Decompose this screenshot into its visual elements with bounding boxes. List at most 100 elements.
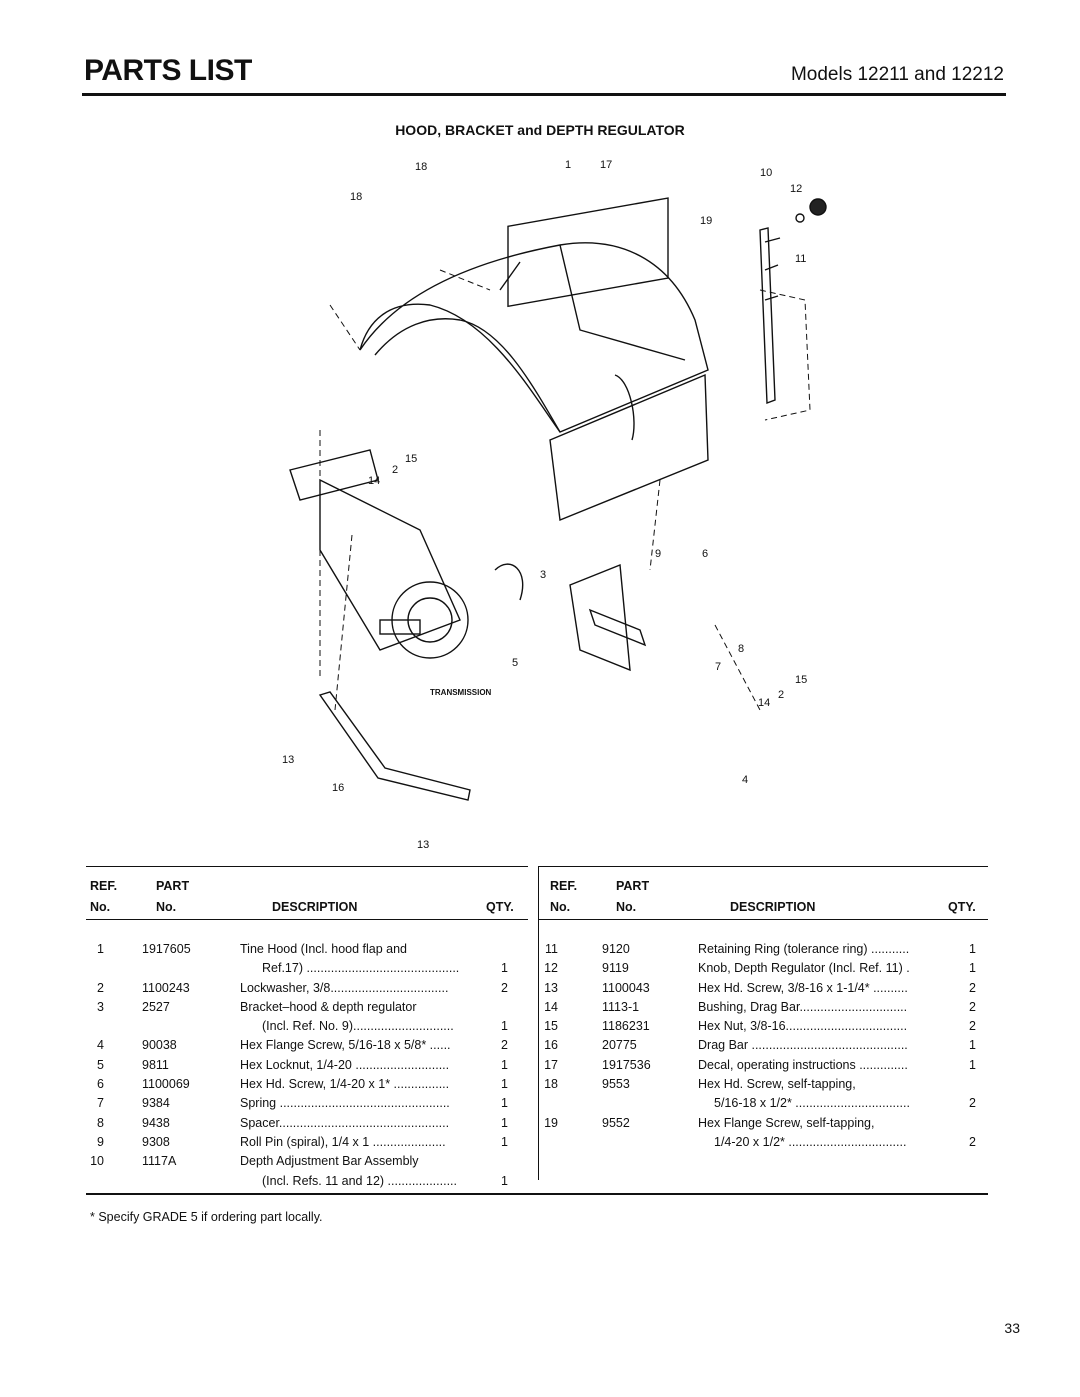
col-part-bottom: No. (616, 900, 637, 914)
callout: 14 (368, 475, 380, 487)
callout: 1 (565, 159, 571, 171)
col-part-top: PART (616, 879, 650, 893)
callout: 3 (540, 569, 546, 581)
table-row: 4 90038 Hex Flange Screw, 5/16-18 x 5/8* .… (86, 1036, 528, 1055)
part-number: 20775 (602, 1038, 637, 1053)
col-ref-top: REF. (90, 879, 118, 893)
part-number: 9811 (142, 1057, 169, 1072)
quantity: 2 (969, 1096, 976, 1111)
part-number: 9120 (602, 942, 630, 956)
part-number: 1100243 (142, 980, 190, 995)
part-number: 1100069 (142, 1077, 190, 1092)
ref-number: 8 (97, 1115, 104, 1130)
table-row: 19 9552 Hex Flange Screw, self-tapping, (538, 1114, 988, 1133)
col-ref-bottom: No. (90, 900, 111, 914)
description: Drag Bar ...............................… (698, 1038, 908, 1053)
table-row: Ref.17) ................................… (86, 959, 528, 978)
table-divider (538, 866, 539, 1180)
callout: 2 (392, 464, 398, 476)
quantity: 1 (969, 942, 976, 956)
col-qty: QTY. (486, 900, 514, 914)
col-part-bottom: No. (156, 900, 177, 914)
ref-number: 17 (544, 1057, 558, 1072)
description: Bracket–hood & depth regulator (240, 999, 417, 1014)
callout: 19 (700, 215, 712, 227)
ref-number: 11 (545, 942, 558, 956)
part-number: 9553 (602, 1077, 630, 1092)
table-row: (Incl. Ref. No. 9)......................… (86, 1017, 528, 1036)
description: Hex Flange Screw, 5/16-18 x 5/8* ...... (240, 1038, 451, 1053)
models-label: Models 12211 and 12212 (790, 64, 1004, 85)
callout: 9 (655, 548, 661, 560)
part-number: 1117A (142, 1154, 177, 1169)
description: Retaining Ring (tolerance ring) ........… (698, 942, 910, 956)
callout: 5 (512, 657, 518, 669)
callout: 13 (417, 839, 429, 851)
ref-number: 15 (544, 1019, 558, 1034)
ref-number: 7 (97, 1096, 104, 1111)
quantity: 2 (969, 1019, 976, 1034)
ref-number: 18 (544, 1077, 558, 1092)
description: (Incl. Refs. 11 and 12) ................… (262, 1173, 457, 1188)
quantity: 1 (501, 1057, 508, 1072)
drag-bar (318, 691, 471, 801)
table-row: 1/4-20 x 1/2* ..........................… (538, 1133, 988, 1152)
ref-number: 10 (90, 1154, 104, 1169)
callout: 13 (282, 754, 294, 766)
mounting-bracket (569, 564, 631, 672)
description: Lockwasher, 3/8.........................… (240, 980, 449, 995)
callout: 18 (415, 161, 427, 173)
col-qty: QTY. (948, 900, 976, 914)
quantity: 1 (501, 1134, 508, 1149)
transmission-bracket (289, 449, 379, 501)
description: 5/16-18 x 1/2* .........................… (714, 1096, 910, 1111)
part-number: 9384 (142, 1096, 170, 1111)
ref-number: 19 (544, 1115, 558, 1130)
quantity: 1 (501, 1096, 508, 1111)
ref-number: 12 (544, 961, 558, 976)
callout: 12 (790, 183, 802, 195)
description: Decal, operating instructions ..........… (698, 1057, 908, 1072)
part-number: 2527 (142, 999, 170, 1014)
quantity: 1 (501, 1115, 508, 1130)
page-title: PARTS LIST (84, 54, 252, 87)
quantity: 2 (501, 1038, 508, 1053)
ref-number: 9 (97, 1134, 104, 1149)
quantity: 1 (969, 961, 976, 976)
part-number: 9438 (142, 1115, 170, 1130)
footnote: * Specify GRADE 5 if ordering part local… (90, 1210, 323, 1224)
ref-number: 13 (544, 980, 558, 995)
table-row: 13 1100043 Hex Hd. Screw, 3/8-16 x 1-1/4* … (538, 979, 988, 998)
quantity: 2 (969, 999, 976, 1014)
description: Hex Hd. Screw, 3/8-16 x 1-1/4* .........… (698, 980, 908, 995)
ref-number: 6 (97, 1077, 104, 1092)
quantity: 1 (501, 1173, 508, 1188)
description: Hex Hd. Screw, 1/4-20 x 1* .............… (240, 1077, 450, 1092)
part-number: 90038 (142, 1038, 177, 1053)
quantity: 2 (969, 980, 976, 995)
description: Spacer..................................… (240, 1115, 450, 1130)
callout: 18 (350, 191, 362, 203)
part-number: 9119 (602, 961, 629, 976)
exploded-parts-diagram: 18 18 1 17 10 12 19 11 15 2 14 9 6 3 8 5… (282, 159, 827, 851)
quantity: 2 (501, 980, 508, 995)
col-description: DESCRIPTION (272, 900, 358, 914)
ref-number: 4 (97, 1038, 104, 1053)
callout: 11 (795, 253, 806, 265)
part-number: 9308 (142, 1134, 170, 1149)
table-row: 5/16-18 x 1/2* .........................… (538, 1094, 988, 1113)
table-row: (Incl. Refs. 11 and 12) ................… (86, 1172, 528, 1191)
table-row: 8 9438 Spacer.............................… (86, 1114, 528, 1133)
part-number: 9552 (602, 1115, 630, 1130)
description: Roll Pin (spiral), 1/4 x 1 .............… (240, 1134, 446, 1149)
part-number: 1917536 (602, 1057, 651, 1072)
table-row: 17 1917536 Decal, operating instructions .… (538, 1056, 988, 1075)
description: Hex Flange Screw, self-tapping, (698, 1115, 875, 1130)
part-number: 1100043 (602, 980, 650, 995)
ref-number: 3 (97, 999, 104, 1014)
